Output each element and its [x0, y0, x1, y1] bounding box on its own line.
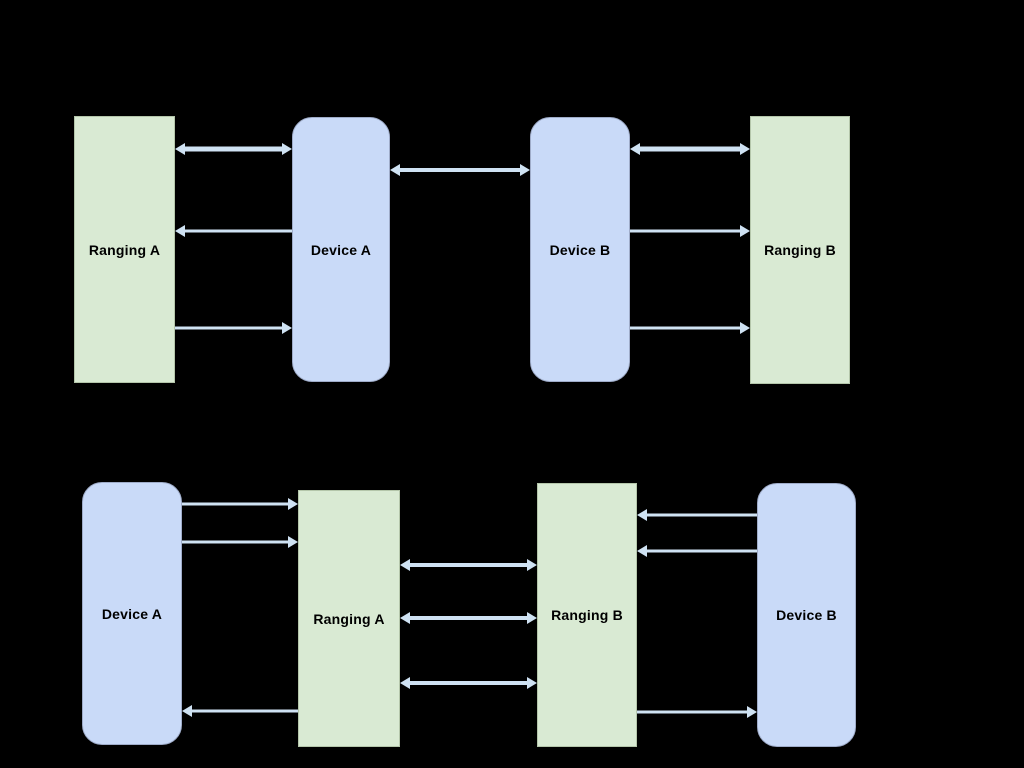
arrowhead-right-icon — [740, 225, 750, 237]
arrow-body — [175, 326, 284, 330]
arrowhead-left-icon — [630, 143, 640, 155]
bottom-box-device-b: Device B — [757, 483, 856, 747]
bottom-arrow-device-a-to-ranging-a-1 — [182, 497, 298, 511]
bottom-arrow-device-a-to-ranging-a-2 — [182, 535, 298, 549]
arrow-body — [182, 502, 290, 506]
top-arrow-device-a-to-ranging-a — [175, 224, 292, 238]
bottom-box-ranging-a: Ranging A — [298, 490, 400, 747]
box-label: Device A — [101, 605, 163, 622]
top-arrow-device-a-device-b-bidir — [390, 163, 530, 177]
box-label: Ranging B — [764, 242, 836, 258]
box-label: Device A — [310, 241, 372, 258]
top-box-device-b: Device B — [530, 117, 630, 382]
bottom-box-device-a: Device A — [82, 482, 182, 745]
arrowhead-right-icon — [282, 322, 292, 334]
bottom-arrow-ranging-a-ranging-b-bidir-3 — [400, 676, 537, 690]
top-arrow-ranging-a-device-a-bidir — [175, 142, 292, 156]
arrowhead-right-icon — [527, 677, 537, 689]
arrowhead-left-icon — [637, 509, 647, 521]
top-box-ranging-a: Ranging A — [74, 116, 175, 383]
arrowhead-left-icon — [400, 677, 410, 689]
top-arrow-device-b-ranging-b-bidir — [630, 142, 750, 156]
arrow-body — [630, 326, 742, 330]
arrow-body — [190, 709, 298, 713]
arrowhead-left-icon — [637, 545, 647, 557]
arrow-body — [408, 681, 529, 685]
arrow-body — [183, 229, 292, 233]
top-box-ranging-b: Ranging B — [750, 116, 850, 384]
arrow-body — [408, 616, 529, 620]
arrow-body — [637, 710, 749, 714]
arrowhead-left-icon — [175, 225, 185, 237]
box-label: Ranging A — [313, 610, 385, 627]
arrowhead-right-icon — [288, 536, 298, 548]
arrowhead-left-icon — [390, 164, 400, 176]
arrow-body — [638, 146, 742, 152]
bottom-arrow-ranging-b-to-device-b — [637, 705, 757, 719]
bottom-arrow-device-b-to-ranging-b-2 — [637, 544, 757, 558]
arrowhead-right-icon — [747, 706, 757, 718]
arrowhead-right-icon — [288, 498, 298, 510]
arrowhead-left-icon — [400, 612, 410, 624]
arrow-body — [630, 229, 742, 233]
bottom-arrow-ranging-a-ranging-b-bidir-2 — [400, 611, 537, 625]
bottom-box-ranging-b: Ranging B — [537, 483, 637, 747]
arrowhead-right-icon — [740, 143, 750, 155]
box-label: Ranging A — [88, 241, 161, 258]
arrowhead-right-icon — [520, 164, 530, 176]
arrow-body — [645, 549, 757, 553]
top-arrow-device-b-to-ranging-b-mid — [630, 224, 750, 238]
top-arrow-device-b-to-ranging-b-low — [630, 321, 750, 335]
box-label: Ranging B — [551, 607, 623, 623]
top-arrow-ranging-a-to-device-a — [175, 321, 292, 335]
arrow-body — [183, 146, 284, 152]
arrowhead-left-icon — [400, 559, 410, 571]
arrowhead-right-icon — [282, 143, 292, 155]
bottom-arrow-ranging-a-to-device-a — [182, 704, 298, 718]
arrowhead-right-icon — [527, 559, 537, 571]
top-box-device-a: Device A — [292, 117, 390, 382]
arrowhead-left-icon — [175, 143, 185, 155]
arrow-body — [182, 540, 290, 544]
arrow-body — [408, 563, 529, 567]
box-label: Device B — [776, 607, 837, 623]
bottom-arrow-device-b-to-ranging-b-1 — [637, 508, 757, 522]
arrow-body — [645, 513, 757, 517]
arrowhead-right-icon — [740, 322, 750, 334]
arrowhead-right-icon — [527, 612, 537, 624]
box-label: Device B — [549, 241, 611, 258]
arrow-body — [398, 168, 522, 172]
arrowhead-left-icon — [182, 705, 192, 717]
bottom-arrow-ranging-a-ranging-b-bidir-1 — [400, 558, 537, 572]
